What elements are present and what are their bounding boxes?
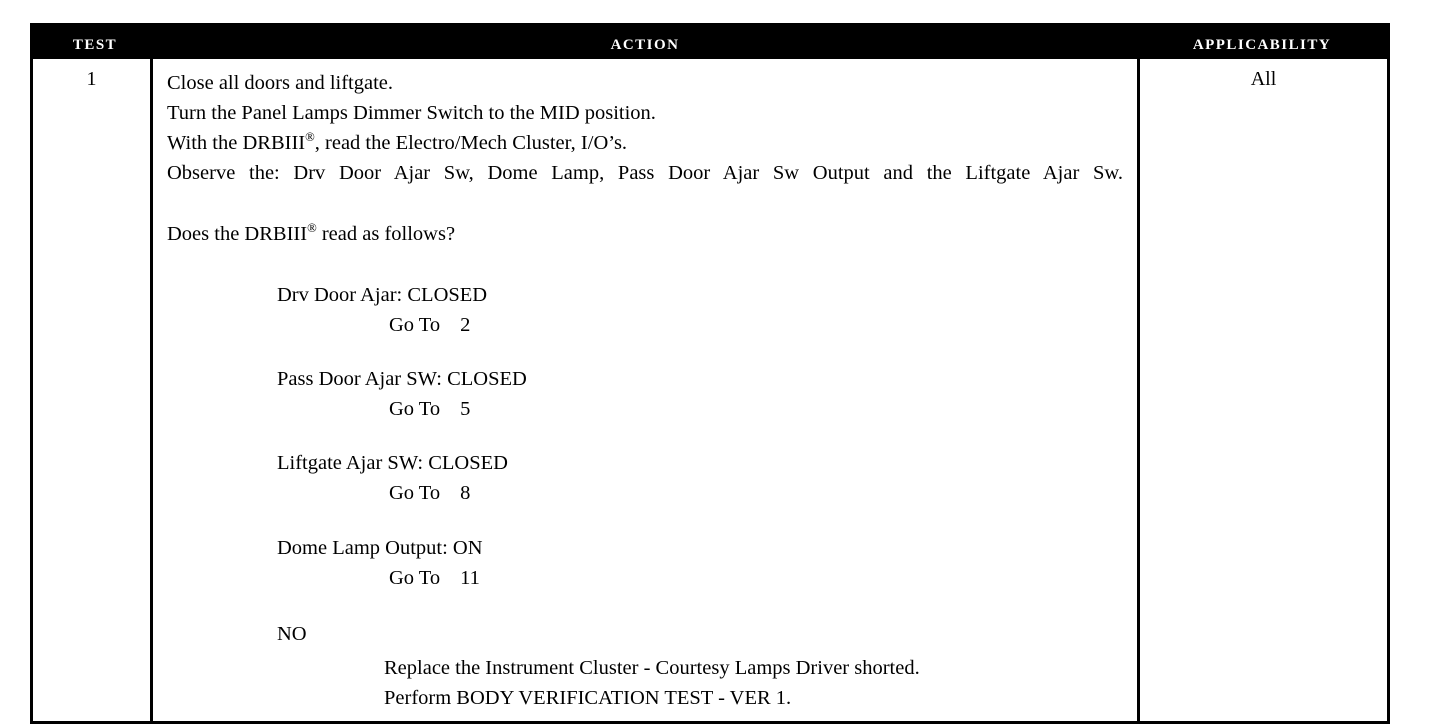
result-goto[interactable]: Go To 8 bbox=[389, 478, 1123, 508]
table-header-row: TEST ACTION APPLICABILITY bbox=[33, 26, 1387, 59]
diagnostic-test-table: TEST ACTION APPLICABILITY 1 Close all do… bbox=[30, 23, 1390, 724]
column-header-test: TEST bbox=[72, 30, 118, 54]
goto-step-number: 5 bbox=[460, 398, 471, 421]
goto-label: Go To bbox=[389, 313, 441, 336]
no-branch-label: NO bbox=[277, 622, 307, 645]
goto-step-number: 8 bbox=[460, 482, 471, 505]
action-observe-line: Observe the: Drv Door Ajar Sw, Dome Lamp… bbox=[167, 162, 1123, 185]
cell-test-number: 1 bbox=[33, 59, 153, 722]
action-question-line: Does the DRBIII® read as follows? bbox=[167, 219, 1123, 249]
goto-label: Go To bbox=[389, 566, 441, 589]
goto-step-number: 11 bbox=[460, 566, 480, 589]
result-branch: Liftgate Ajar SW: CLOSED Go To 8 bbox=[167, 448, 1123, 508]
action-drb-read-line: With the DRBIII®, read the Electro/Mech … bbox=[167, 128, 1123, 158]
result-branch: Pass Door Ajar SW: CLOSED Go To 5 bbox=[167, 364, 1123, 424]
result-goto[interactable]: Go To 11 bbox=[389, 563, 1123, 593]
column-header-action: ACTION bbox=[610, 30, 680, 54]
action-intro-line-2: Turn the Panel Lamps Dimmer Switch to th… bbox=[167, 102, 656, 125]
table-row: 1 Close all doors and liftgate. Turn the… bbox=[33, 59, 1387, 722]
drb-read-prefix: With the DRBIII bbox=[167, 132, 306, 155]
registered-trademark-icon: ® bbox=[305, 130, 315, 145]
column-header-applicability: APPLICABILITY bbox=[1192, 30, 1332, 54]
result-title: Drv Door Ajar: CLOSED bbox=[277, 283, 488, 306]
question-suffix: read as follows? bbox=[316, 222, 456, 245]
result-title: Liftgate Ajar SW: CLOSED bbox=[277, 452, 508, 475]
result-goto[interactable]: Go To 5 bbox=[389, 394, 1123, 424]
goto-step-number: 2 bbox=[460, 313, 471, 336]
result-title: Dome Lamp Output: ON bbox=[277, 536, 483, 559]
drb-read-suffix: , read the Electro/Mech Cluster, I/O’s. bbox=[314, 132, 628, 155]
no-branch-action-line: Perform BODY VERIFICATION TEST - VER 1. bbox=[384, 687, 792, 709]
no-branch-action-line: Replace the Instrument Cluster - Courtes… bbox=[384, 656, 920, 679]
question-prefix: Does the DRBIII bbox=[167, 222, 308, 245]
cell-action: Close all doors and liftgate. Turn the P… bbox=[153, 59, 1140, 722]
goto-label: Go To bbox=[389, 398, 441, 421]
no-branch: NO Replace the Instrument Cluster - Cour… bbox=[167, 619, 1123, 713]
result-title: Pass Door Ajar SW: CLOSED bbox=[277, 368, 527, 390]
cell-applicability: All bbox=[1250, 68, 1277, 90]
goto-label: Go To bbox=[389, 482, 441, 505]
action-intro-line-1: Close all doors and liftgate. bbox=[167, 72, 394, 94]
result-branch: Dome Lamp Output: ON Go To 11 bbox=[167, 533, 1123, 593]
registered-trademark-icon: ® bbox=[307, 220, 317, 235]
result-branch: Drv Door Ajar: CLOSED Go To 2 bbox=[167, 280, 1123, 340]
result-goto[interactable]: Go To 2 bbox=[389, 310, 1123, 340]
